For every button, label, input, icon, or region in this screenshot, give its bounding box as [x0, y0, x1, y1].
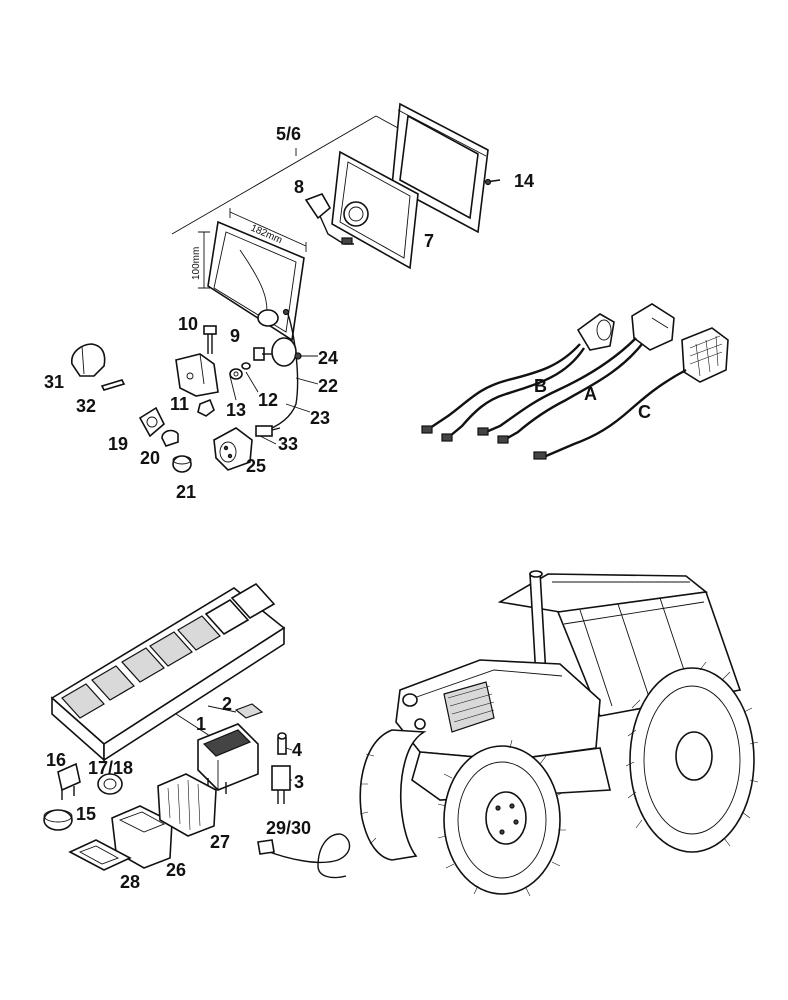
label-A: A [584, 384, 597, 404]
label-8: 8 [294, 177, 304, 197]
lamp-housing-part-5-6: 182mm 100mm [191, 208, 307, 342]
switch-panel-assembly [43, 582, 351, 879]
label-15: 15 [76, 804, 96, 824]
label-21: 21 [176, 482, 196, 502]
label-C: C [638, 402, 651, 422]
bulb-part-4 [277, 732, 287, 755]
switch-panel-frame [50, 582, 286, 762]
label-9: 9 [230, 326, 240, 346]
cover-part-2 [234, 703, 264, 719]
label-25: 25 [246, 456, 266, 476]
label-22: 22 [318, 376, 338, 396]
label-28: 28 [120, 872, 140, 892]
washer-small [241, 362, 251, 370]
lamp-body-part-7 [331, 150, 419, 270]
lamp-cable-part-22 [261, 313, 299, 433]
tractor-illustration [359, 570, 759, 897]
label-26: 26 [166, 860, 186, 880]
holder-part-3 [271, 765, 291, 804]
label-20: 20 [140, 448, 160, 468]
label-4: 4 [292, 740, 302, 760]
label-B: B [534, 376, 547, 396]
grommet-part-19 [138, 406, 165, 438]
plug-part-20 [161, 429, 179, 447]
lamp-gasket-frame [391, 102, 489, 234]
gasket-part-28 [68, 839, 132, 871]
harness-a [477, 303, 675, 444]
callout-labels: 5/6 14 8 7 10 9 24 22 23 12 13 11 31 32 … [44, 124, 651, 892]
screw-part-14 [484, 178, 501, 186]
label-16: 16 [46, 750, 66, 770]
work-lamp-assembly: 182mm 100mm [71, 102, 501, 473]
label-11: 11 [170, 394, 189, 414]
label-10: 10 [178, 314, 198, 334]
label-2: 2 [222, 694, 232, 714]
socket-part-25 [213, 427, 253, 471]
label-17-18: 17/18 [88, 758, 133, 778]
label-24: 24 [318, 348, 338, 368]
dimension-height: 100mm [191, 247, 202, 280]
front-wheel [437, 739, 566, 897]
label-1: 1 [196, 714, 206, 734]
label-12: 12 [258, 390, 278, 410]
cap-part-21 [172, 455, 192, 473]
harness-c [533, 327, 729, 460]
screw-part-9 [253, 347, 272, 361]
nut-part-11 [197, 398, 215, 417]
bolt-part-10 [203, 325, 217, 354]
cap-part-31 [71, 343, 106, 377]
knob-part-24 [271, 337, 302, 367]
label-3: 3 [294, 772, 304, 792]
front-wheel-far [359, 729, 427, 861]
label-33: 33 [278, 434, 298, 454]
label-5-6: 5/6 [276, 124, 301, 144]
label-19: 19 [108, 434, 128, 454]
harness-b [421, 313, 615, 442]
cap-part-15 [43, 809, 73, 831]
label-31: 31 [44, 372, 64, 392]
pin-part-32 [100, 379, 126, 391]
label-23: 23 [310, 408, 330, 428]
label-13: 13 [226, 400, 246, 420]
connector-part-33 [255, 425, 281, 437]
wiring-harnesses [421, 303, 729, 460]
label-27: 27 [210, 832, 230, 852]
label-14: 14 [514, 171, 534, 191]
bulb-holder-part-8 [304, 193, 354, 245]
grommet-part-17-18 [97, 773, 123, 795]
label-32: 32 [76, 396, 96, 416]
fuse-part-16 [57, 762, 81, 800]
label-7: 7 [424, 231, 434, 251]
washer-part-12 [229, 368, 243, 380]
label-29-30: 29/30 [266, 818, 311, 838]
mounting-bracket-part-13 [175, 353, 219, 397]
housing-part-27 [157, 773, 217, 837]
cable-tie-part-29-30 [257, 833, 351, 879]
rocker-switch-part-1 [197, 723, 259, 794]
rear-wheel [625, 661, 759, 853]
